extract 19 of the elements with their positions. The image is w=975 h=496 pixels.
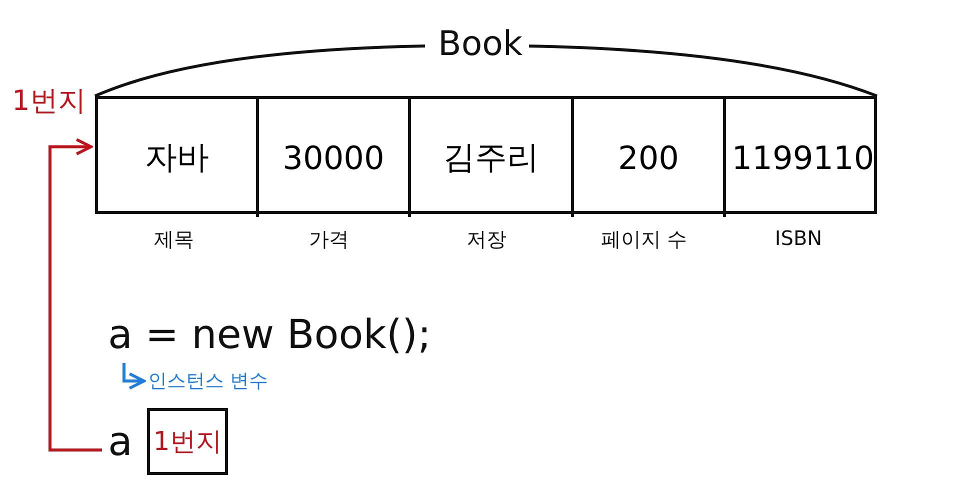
pointer-arrow (48, 138, 102, 452)
field-name-label: 페이지 수 (600, 226, 688, 253)
field-name-label: 제목 (153, 226, 195, 253)
field-value: 200 (618, 139, 680, 177)
annotation-arrow (122, 363, 146, 390)
address-text: 1번지 (153, 426, 222, 459)
address-label: 1번지 (12, 83, 86, 119)
variable-name: a (108, 422, 133, 462)
field-value: 자바 (145, 137, 209, 178)
object-memory-box (95, 96, 877, 214)
field-value: 1199110 (732, 139, 874, 177)
reference-box (147, 408, 228, 475)
annotation-text: 인스턴스 변수 (148, 369, 268, 394)
field-name-label: 가격 (308, 226, 350, 253)
code-line: a = new Book(); (108, 311, 432, 360)
field-name-label: ISBN (774, 226, 824, 250)
field-name-label: 저장 (466, 226, 508, 253)
field-value: 30000 (282, 139, 384, 177)
field-value: 김주리 (443, 137, 539, 178)
